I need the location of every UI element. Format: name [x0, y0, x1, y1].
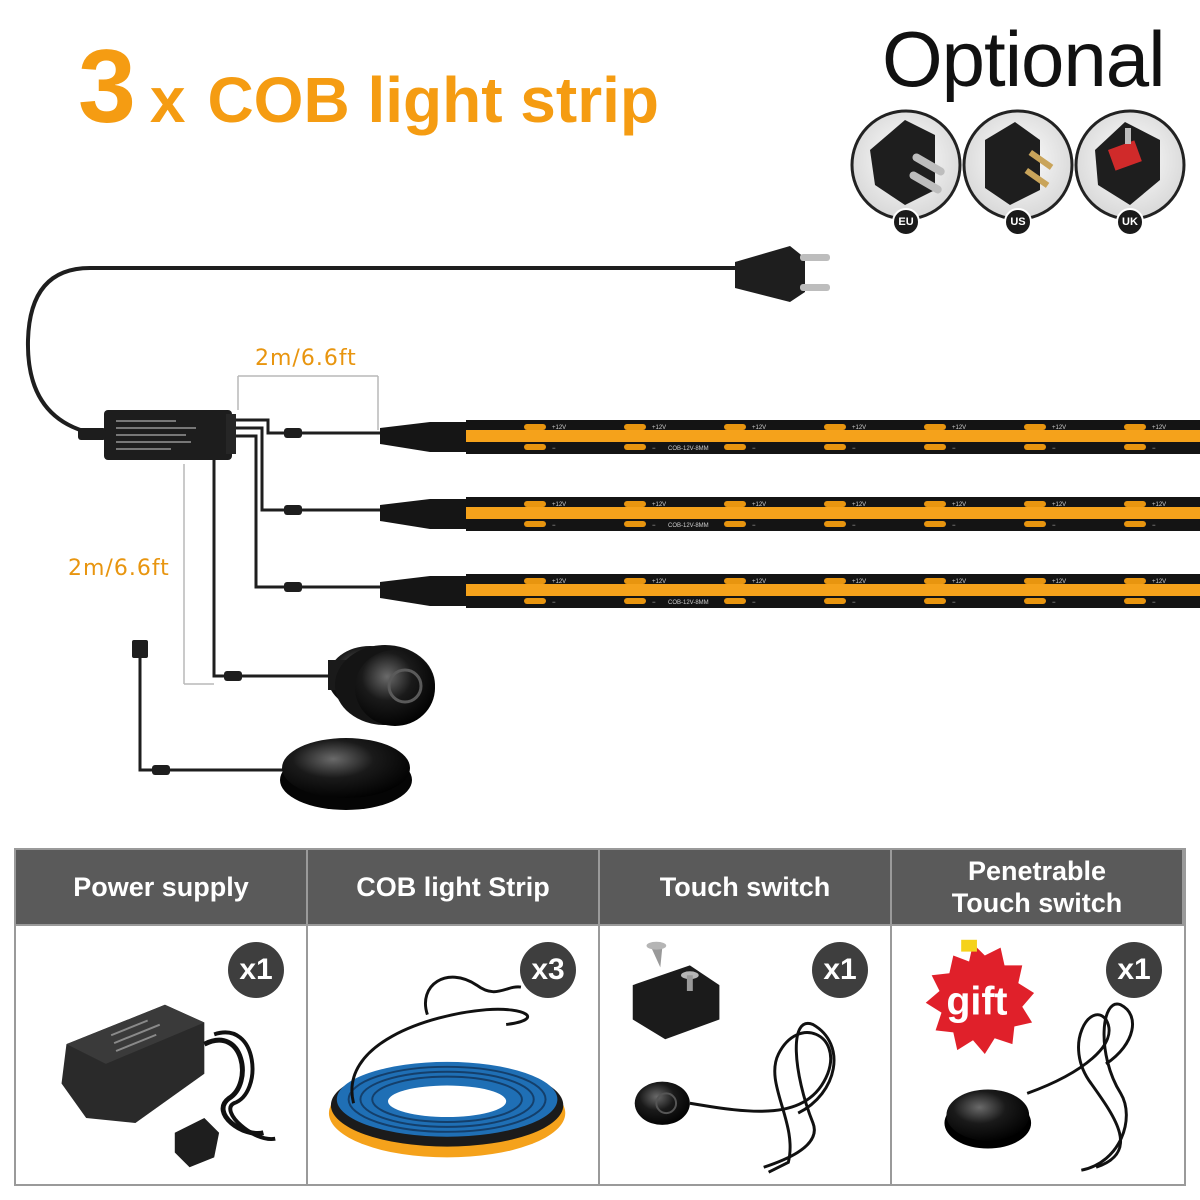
penetrable-touch-pad — [280, 738, 412, 810]
strip-voltage-print: +12V — [752, 502, 766, 508]
plug-label-eu: EU — [892, 208, 920, 236]
strip-voltage-print: +12V — [652, 425, 666, 431]
strip-model-print: COB-12V-8MM — [668, 446, 709, 452]
cell-penetrable-switch: gift x1 — [892, 924, 1184, 1184]
qty-badge-power-supply: x1 — [228, 942, 284, 998]
strip-model-print: COB-12V-8MM — [668, 600, 709, 606]
strip-model-print: COB-12V-8MM — [668, 523, 709, 529]
strip-voltage-print: +12V — [752, 579, 766, 585]
strip-minus-print: − — [952, 446, 956, 452]
strip-minus-print: − — [852, 523, 856, 529]
header-touch-switch-label: Touch switch — [659, 872, 831, 902]
headline-multiplier: x — [149, 64, 186, 136]
dimension-label-sensor: 2m/6.6ft — [68, 556, 170, 581]
strip-voltage-print: +12V — [1152, 502, 1166, 508]
header-touch-switch: Touch switch — [600, 850, 892, 924]
cell-power-supply: x1 — [16, 924, 308, 1184]
strip-voltage-print: +12V — [952, 579, 966, 585]
plug-eu-icon — [850, 109, 962, 221]
strip-minus-print: − — [552, 446, 556, 452]
header-cob-strip-label: COB light Strip — [356, 872, 550, 902]
strip-minus-print: − — [1052, 523, 1056, 529]
strip-voltage-print: +12V — [552, 425, 566, 431]
cell-cob-strip: x3 — [308, 924, 600, 1184]
cob-strip-1: +12V − +12V − +12V − +12V − +12V − +12V − +12V − COB-1… — [380, 420, 1200, 454]
cell-touch-switch: x1 — [600, 924, 892, 1184]
qty-badge-penetrable-switch: x1 — [1106, 942, 1162, 998]
header-cob-strip: COB light Strip — [308, 850, 600, 924]
strip-minus-print: − — [1052, 446, 1056, 452]
strip-minus-print: − — [952, 523, 956, 529]
plug-us-icon — [962, 109, 1074, 221]
power-plug-icon — [735, 246, 830, 302]
strip-voltage-print: +12V — [1052, 425, 1066, 431]
touch-switch-sensor — [328, 645, 435, 726]
strip-minus-print: − — [852, 446, 856, 452]
strip-voltage-print: +12V — [852, 502, 866, 508]
strip-minus-print: − — [1152, 600, 1156, 606]
cob-strip-2: +12V − +12V − +12V − +12V − +12V − +12V − +12V − COB-1… — [380, 497, 1200, 531]
touch-switch-icon — [632, 941, 836, 1174]
gift-text: gift — [946, 980, 1007, 1024]
wiring-diagram: +12V − +12V − +12V − +12V − +12V − +12V − +12V − COB-1… — [25, 109, 1200, 810]
strip-minus-print: − — [1152, 446, 1156, 452]
strip-voltage-print: +12V — [1152, 425, 1166, 431]
header-penetrable-line2: Touch switch — [951, 888, 1123, 918]
strip-minus-print: − — [652, 523, 656, 529]
header-power-supply: Power supply — [16, 850, 308, 924]
strip-minus-print: − — [552, 600, 556, 606]
header-penetrable-line1: Penetrable — [967, 856, 1107, 886]
package-contents-table: Power supply COB light Strip Touch switc… — [14, 848, 1186, 1186]
strip-voltage-print: +12V — [952, 425, 966, 431]
power-supply-icon — [61, 1004, 276, 1168]
dimension-bracket-strip — [237, 375, 379, 430]
strip-minus-print: − — [752, 600, 756, 606]
strip-voltage-print: +12V — [1152, 579, 1166, 585]
header-power-supply-label: Power supply — [73, 872, 249, 902]
plug-uk-icon — [1074, 109, 1186, 221]
strip-voltage-print: +12V — [952, 502, 966, 508]
dimension-bracket-sensor — [183, 464, 214, 685]
strip-voltage-print: +12V — [852, 579, 866, 585]
strip-minus-print: − — [752, 523, 756, 529]
gift-badge-icon: gift — [925, 939, 1035, 1055]
cob-strip-reel-icon — [328, 975, 566, 1158]
strip-minus-print: − — [952, 600, 956, 606]
strip-minus-print: − — [652, 446, 656, 452]
strip-minus-print: − — [652, 600, 656, 606]
strip-minus-print: − — [552, 523, 556, 529]
headline-product: COB light strip — [207, 64, 659, 136]
headline-count: 3 — [78, 29, 136, 145]
plug-label-uk: UK — [1116, 208, 1144, 236]
strip-voltage-print: +12V — [1052, 579, 1066, 585]
strip-minus-print: − — [852, 600, 856, 606]
strip-voltage-print: +12V — [652, 502, 666, 508]
optional-title: Optional — [882, 15, 1166, 103]
strip-voltage-print: +12V — [552, 579, 566, 585]
strip-voltage-print: +12V — [752, 425, 766, 431]
strip-minus-print: − — [1152, 523, 1156, 529]
strip-voltage-print: +12V — [652, 579, 666, 585]
dimension-label-strip: 2m/6.6ft — [255, 346, 357, 371]
strip-minus-print: − — [1052, 600, 1056, 606]
power-supply-box — [78, 410, 236, 460]
penetrable-switch-icon: gift — [925, 939, 1135, 1172]
qty-badge-cob-strip: x3 — [520, 942, 576, 998]
cob-strip-3: +12V − +12V − +12V − +12V − +12V − +12V − +12V − COB-1… — [380, 574, 1200, 608]
qty-badge-touch-switch: x1 — [812, 942, 868, 998]
strip-voltage-print: +12V — [852, 425, 866, 431]
strip-minus-print: − — [752, 446, 756, 452]
strip-voltage-print: +12V — [1052, 502, 1066, 508]
strip-voltage-print: +12V — [552, 502, 566, 508]
plug-label-us: US — [1004, 208, 1032, 236]
